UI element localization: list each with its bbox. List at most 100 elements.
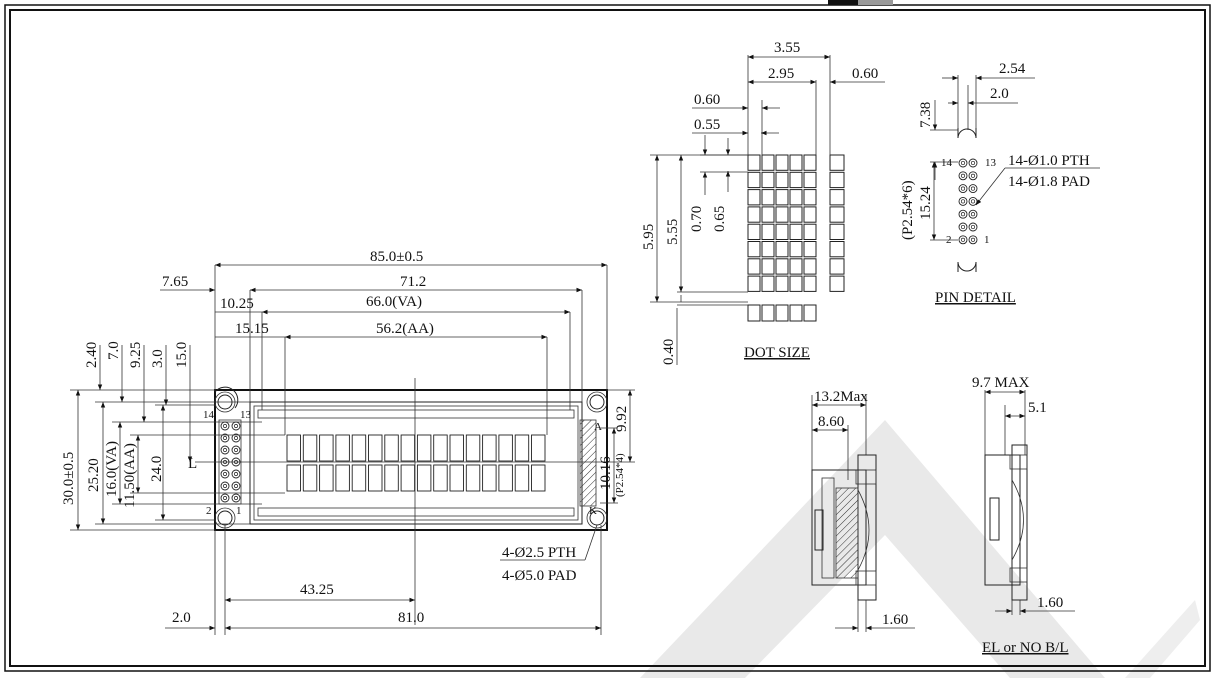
pin-detail-view: 2.54 2.0 7.38 15.24 (P2.54*6) 14 13 2 1 … [900, 61, 1100, 306]
dot-cell [761, 223, 775, 240]
pin-detail-14: 14 [941, 157, 953, 169]
dim-overall-height: 30.0±0.5 [61, 452, 77, 505]
dim-v-9-25: 9.25 [128, 342, 144, 368]
pin-pad [220, 493, 230, 503]
pin-hole [960, 160, 966, 166]
side-a-1-60: 1.60 [882, 612, 908, 628]
dot-cell [789, 258, 803, 275]
dot-cell [789, 154, 803, 171]
a-label: A [594, 421, 602, 433]
pin-pad [220, 481, 230, 491]
pin-hole [970, 160, 976, 166]
dim-right-9-92: 9.92 [614, 406, 630, 432]
module-outline [214, 389, 608, 531]
dot-cell [803, 241, 817, 258]
dot-cell [803, 189, 817, 206]
character-cell [514, 434, 530, 462]
pin-hole [234, 460, 238, 464]
drawing-frame [4, 0, 1211, 672]
dim-v-2-40: 2.40 [84, 342, 100, 368]
pin-pth: 14-Ø1.0 PTH [1008, 153, 1090, 169]
dot-cell [775, 258, 789, 275]
pin-pad [231, 493, 241, 503]
dot-cell [829, 154, 845, 171]
dot-cell [775, 223, 789, 240]
dot-0-60-top: 0.60 [852, 66, 878, 82]
character-cell [400, 464, 416, 492]
dim-aa-height: 11.50(AA) [122, 443, 138, 508]
dot-3-55: 3.55 [774, 40, 800, 56]
dot-cell [803, 171, 817, 189]
dot-grid [747, 154, 845, 322]
pin-hole [223, 448, 227, 452]
dot-cell [803, 223, 817, 240]
watermark [640, 420, 1200, 678]
pin-hole [960, 173, 966, 178]
side-b-1-60: 1.60 [1037, 595, 1063, 611]
dot-cell [761, 154, 775, 171]
dot-cell [761, 171, 775, 189]
dot-cell [803, 154, 817, 171]
dim-height-25-20: 25.20 [86, 458, 102, 492]
character-cell [302, 434, 318, 462]
pin-pad [220, 469, 230, 479]
side-view-el: 9.7 MAX 5.1 1.60 EL or NO B/L [972, 375, 1075, 656]
pin-pad [220, 457, 230, 467]
pin-detail-grid [958, 158, 978, 245]
character-cell [449, 464, 464, 492]
dot-cell [775, 154, 789, 171]
character-cell [302, 464, 318, 492]
pin-hole [970, 237, 976, 242]
character-cell [319, 464, 334, 492]
dot-cell [775, 189, 789, 206]
dim-width-71-2: 71.2 [400, 274, 426, 290]
dot-cell [829, 223, 845, 240]
character-cell [482, 434, 497, 462]
front-pin-header [220, 421, 241, 503]
pin-pad [231, 421, 241, 431]
dot-0-60-left: 0.60 [694, 92, 720, 108]
pin-hole [223, 436, 227, 440]
dot-cell [761, 241, 775, 258]
side-b-title: EL or NO B/L [982, 640, 1069, 656]
dot-size-view: 3.55 2.95 0.60 0.60 0.55 5.95 5.55 0.70 … [641, 40, 885, 365]
character-cell [368, 464, 383, 492]
dot-cell [829, 171, 845, 189]
pin-hole [223, 496, 227, 500]
character-cell [514, 464, 530, 492]
pin-hole [960, 237, 966, 242]
dot-cell [761, 206, 775, 223]
character-cell [384, 464, 399, 492]
dot-0-55: 0.55 [694, 117, 720, 133]
cursor-cell [789, 304, 803, 322]
pin-pad [220, 421, 230, 431]
dim-height-24-0: 24.0 [149, 456, 165, 482]
dim-right-10-16: 10.16 [598, 456, 614, 490]
dim-va-width: 66.0(VA) [366, 294, 422, 310]
pin-2-0: 2.0 [990, 86, 1009, 102]
pin-hole [234, 484, 238, 488]
dot-cell [789, 189, 803, 206]
pin-hole [970, 224, 976, 230]
pin-hole [960, 186, 966, 191]
cursor-cell [803, 304, 817, 322]
pin-hole [223, 460, 227, 464]
dim-left-15-15: 15.15 [235, 321, 269, 337]
dot-cell [775, 206, 789, 223]
dot-cell [775, 171, 789, 189]
character-cell [465, 464, 481, 492]
pin-pad [958, 184, 968, 194]
pin-hole [970, 186, 976, 191]
pin-7-38: 7.38 [918, 102, 934, 128]
pin-pad [220, 433, 230, 443]
character-cell [384, 434, 399, 462]
dot-cell [761, 258, 775, 275]
pin-hole [960, 199, 966, 204]
dot-cell [747, 171, 761, 189]
side-view-backlit: 13.2Max 8.60 1.60 [811, 389, 915, 632]
pin-hole [234, 496, 238, 500]
pin-hole [970, 173, 976, 178]
side-b-5-1: 5.1 [1028, 400, 1047, 416]
character-cell [465, 434, 481, 462]
k-label: K [589, 505, 597, 517]
